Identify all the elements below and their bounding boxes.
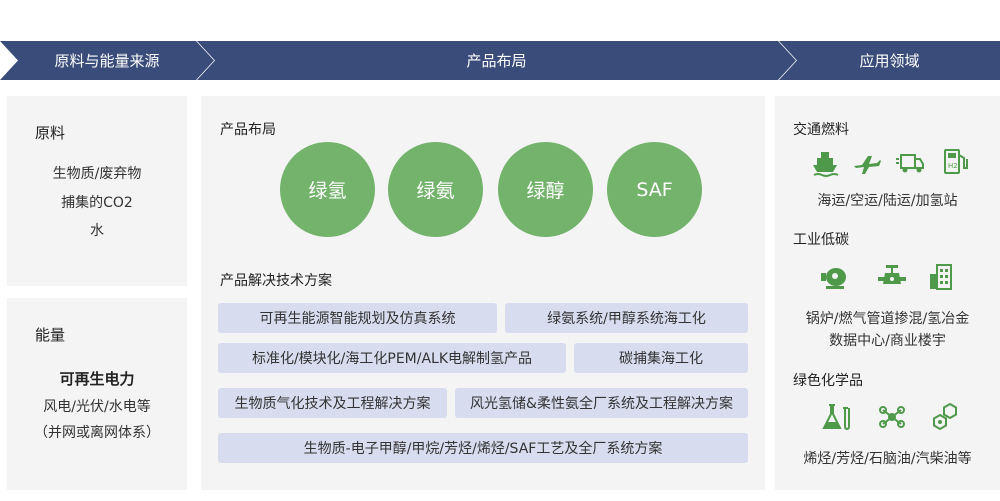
- application-panel: [775, 96, 1000, 490]
- ship-icon: [810, 148, 840, 178]
- industry-desc-line1: 锅炉/燃气管道掺混/氢冶金: [805, 311, 970, 327]
- raw-item: 水: [90, 223, 104, 239]
- raw-material-panel: 原料 生物质/废弃物 捕集的CO2 水: [7, 96, 187, 286]
- solution-pill: 标准化/模块化/海工化PEM/ALK电解制氢产品: [218, 343, 566, 373]
- energy-item: （并网或离网体系）: [34, 425, 160, 441]
- chemical-desc: 烯烃/芳烃/石脑油/汽柴油等: [803, 451, 972, 467]
- header-chevron-application: 应用领域: [779, 41, 1000, 80]
- hexagon-structure-icon: [930, 402, 960, 432]
- solution-pill: 风光氢储&柔性氨全厂系统及工程解决方案: [455, 388, 748, 418]
- layout-title: 产品布局: [220, 122, 276, 138]
- industry-title: 工业低碳: [793, 232, 849, 248]
- chemical-title: 绿色化学品: [793, 373, 863, 389]
- header-label-application: 应用领域: [859, 52, 920, 70]
- pipeline-valve-icon: [877, 262, 907, 292]
- energy-panel: 能量 可再生电力 风电/光伏/水电等 （并网或离网体系）: [7, 298, 187, 490]
- raw-title: 原料: [35, 124, 66, 142]
- product-circle-green-ammonia: 绿氨: [388, 142, 483, 237]
- product-circle-green-hydrogen: 绿氢: [280, 142, 375, 237]
- boiler-icon: [819, 262, 849, 292]
- solution-pill: 可再生能源智能规划及仿真系统: [218, 303, 497, 333]
- energy-subtitle: 可再生电力: [59, 370, 135, 388]
- header-chevron-raw-energy: 原料与能量来源: [0, 41, 214, 80]
- flask-icon: [821, 402, 851, 432]
- transport-title: 交通燃料: [793, 122, 849, 138]
- transport-desc: 海运/空运/陆运/加氢站: [817, 193, 958, 209]
- truck-icon: [895, 148, 925, 178]
- airplane-icon: [852, 148, 882, 178]
- solution-pill: 绿氨系统/甲醇系统海工化: [505, 303, 748, 333]
- energy-title: 能量: [35, 326, 66, 344]
- svg-text:H2: H2: [948, 162, 958, 170]
- solutions-title: 产品解决技术方案: [220, 273, 332, 289]
- raw-item: 生物质/废弃物: [52, 166, 142, 182]
- industry-desc-line2: 数据中心/商业楼宇: [829, 333, 946, 349]
- energy-item: 风电/光伏/水电等: [43, 399, 151, 415]
- molecule-icon: [877, 402, 907, 432]
- solution-pill: 碳捕集海工化: [574, 343, 748, 373]
- header-chevron-layout: 产品布局: [197, 41, 796, 80]
- header-label-raw-energy: 原料与能量来源: [54, 52, 160, 70]
- product-circle-saf: SAF: [607, 142, 702, 237]
- building-icon: [927, 262, 957, 292]
- solution-pill: 生物质-电子甲醇/甲烷/芳烃/烯烃/SAF工艺及全厂系统方案: [218, 433, 748, 463]
- hydrogen-station-icon: H2: [940, 146, 970, 176]
- raw-item: 捕集的CO2: [61, 195, 133, 211]
- product-circle-green-methanol: 绿醇: [498, 142, 593, 237]
- solution-pill: 生物质气化技术及工程解决方案: [218, 388, 447, 418]
- header-label-layout: 产品布局: [466, 52, 527, 70]
